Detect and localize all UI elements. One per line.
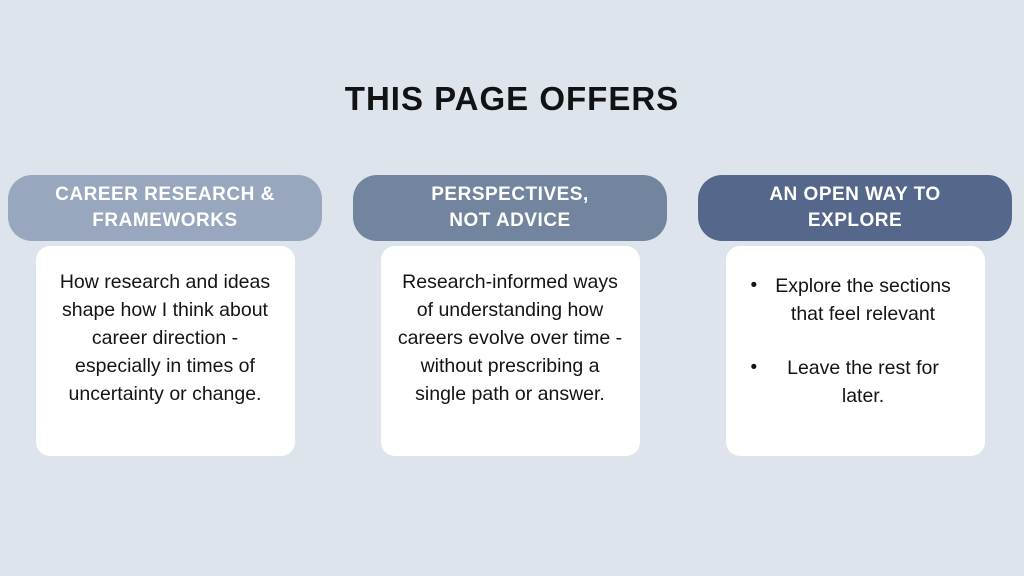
bullet-icon: • xyxy=(750,275,758,296)
bullet-list: • Explore the sections that feel relevan… xyxy=(741,272,970,410)
card-body-text: How research and ideas shape how I think… xyxy=(59,271,271,405)
page-title: THIS PAGE OFFERS xyxy=(344,80,680,118)
header-line: CAREER RESEARCH & xyxy=(55,184,275,205)
column-perspectives: PERSPECTIVES, NOT ADVICE Research-inform… xyxy=(353,175,667,456)
card-body-text: Research-informed ways of understanding … xyxy=(397,271,623,405)
header-line: AN OPEN WAY TO xyxy=(769,184,941,205)
list-item: • Explore the sections that feel relevan… xyxy=(741,272,970,328)
bullet-text: Leave the rest for later. xyxy=(787,357,939,407)
header-line: PERSPECTIVES, xyxy=(431,184,589,205)
header-line: EXPLORE xyxy=(807,210,903,231)
column-career-research: CAREER RESEARCH & FRAMEWORKS How researc… xyxy=(8,175,322,456)
header-pill-open-way: AN OPEN WAY TO EXPLORE xyxy=(698,175,1012,241)
card-career-research: How research and ideas shape how I think… xyxy=(35,246,295,456)
header-pill-perspectives: PERSPECTIVES, NOT ADVICE xyxy=(353,175,667,241)
list-item: • Leave the rest for later. xyxy=(741,354,970,410)
header-line: FRAMEWORKS xyxy=(92,210,238,231)
bullet-icon: • xyxy=(750,357,758,378)
card-perspectives: Research-informed ways of understanding … xyxy=(380,246,640,456)
card-open-way: • Explore the sections that feel relevan… xyxy=(725,246,985,456)
column-open-way: AN OPEN WAY TO EXPLORE • Explore the sec… xyxy=(698,175,1012,456)
bullet-text: Explore the sections that feel relevant xyxy=(775,275,951,325)
header-line: NOT ADVICE xyxy=(449,210,571,231)
header-pill-career-research: CAREER RESEARCH & FRAMEWORKS xyxy=(8,175,322,241)
